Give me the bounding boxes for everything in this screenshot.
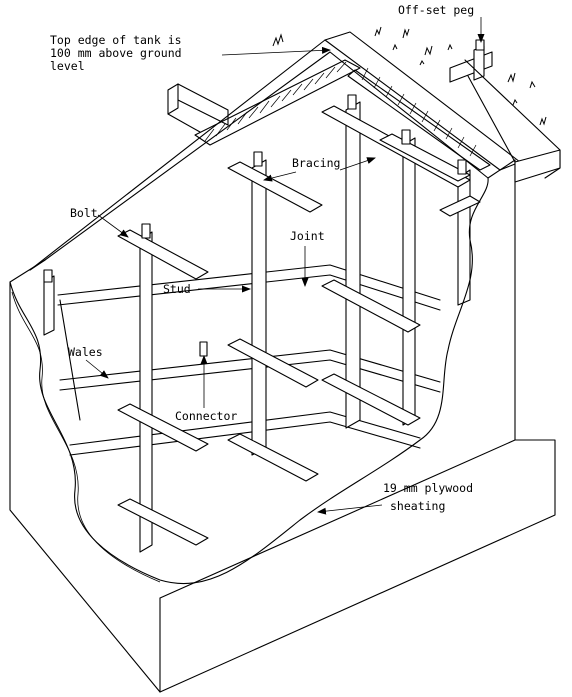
bolt (43, 269, 53, 283)
bracing-members (117, 105, 481, 546)
arrow-plywood (317, 504, 383, 515)
wales (57, 264, 441, 456)
arrow-bolt (97, 214, 129, 238)
arrow-bracing-right (339, 157, 376, 171)
arrow-wales (85, 359, 109, 379)
label-plywood-line2: sheating (390, 499, 445, 513)
bolt (347, 94, 357, 110)
bolts (43, 94, 467, 357)
label-top-edge-line3: level (50, 59, 85, 73)
leader-arrows (85, 17, 485, 515)
label-offset-peg: Off-set peg (398, 3, 474, 17)
bolt (401, 129, 411, 145)
label-top-edge-line1: Top edge of tank is (50, 33, 182, 47)
label-connector: Connector (175, 409, 237, 423)
rim-hatching-right (361, 67, 477, 157)
label-plywood-line1: 19 mm plywood (383, 481, 473, 495)
label-wales: Wales (68, 345, 103, 359)
rim-hatching (204, 61, 347, 142)
arrow-top-edge (221, 46, 331, 56)
labels: Off-set peg Top edge of tank is 100 mm a… (50, 3, 474, 513)
label-stud: Stud (163, 282, 191, 296)
label-bracing: Bracing (292, 156, 340, 170)
bolt (253, 151, 263, 167)
label-joint: Joint (290, 229, 325, 243)
plywood-sheathing-edge (9, 177, 489, 585)
top-rim (29, 31, 521, 271)
offset-peg-beams (167, 39, 561, 183)
bolt (457, 159, 467, 175)
arrow-bracing-left (263, 171, 297, 182)
label-bolt: Bolt (70, 206, 98, 220)
outer-block (9, 159, 556, 693)
connector (199, 341, 208, 357)
offset-peg (475, 39, 485, 51)
studs (43, 101, 471, 553)
bolt (141, 223, 151, 239)
label-top-edge-line2: 100 mm above ground (50, 46, 182, 60)
grass-tufts (272, 26, 547, 126)
